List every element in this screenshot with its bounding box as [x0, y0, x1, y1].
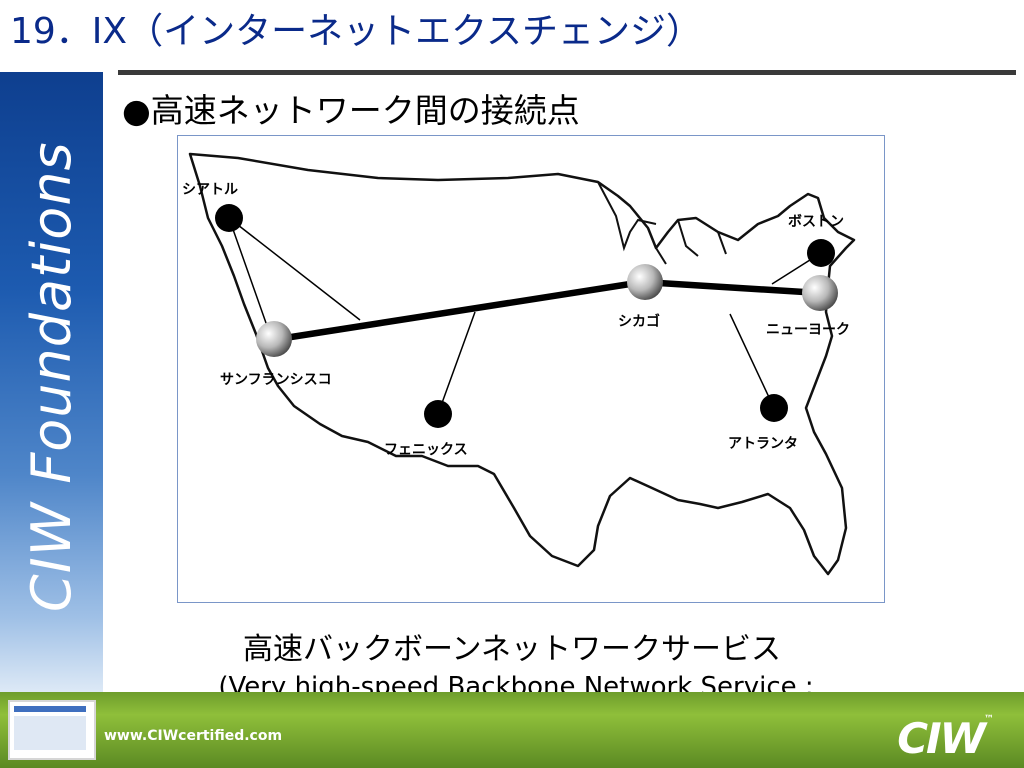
link-chicago-atlanta — [729, 313, 775, 409]
us-outline — [188, 152, 856, 576]
laptop-thumbnail — [8, 700, 96, 760]
thumbnail-titlebar — [14, 706, 86, 712]
ciw-logo-text: CIW — [897, 714, 986, 763]
trademark-mark: ™ — [984, 714, 994, 725]
footer-url: www.CIWcertified.com — [104, 728, 283, 744]
backbone-chicago-newyork — [639, 278, 824, 297]
hub-newyork — [802, 275, 838, 311]
node-boston — [807, 239, 835, 267]
label-sanfrancisco: サンフランシスコ — [220, 372, 332, 388]
ciw-logo: CIW™ — [897, 714, 994, 763]
footer-band: www.CIWcertified.com CIW™ — [0, 692, 1024, 768]
great-lakes — [597, 181, 727, 265]
hub-chicago — [627, 264, 663, 300]
link-seattle-sanfrancisco — [228, 217, 273, 341]
link-phoenix-backbone — [437, 311, 476, 415]
hub-sanfrancisco — [256, 321, 292, 357]
slide-title: 19．IX（インターネットエクスチェンジ） — [10, 11, 703, 52]
backbone-sf-chicago — [268, 278, 647, 344]
link-seattle-backbone — [228, 217, 361, 321]
label-atlanta: アトランタ — [728, 436, 798, 452]
node-atlanta — [760, 394, 788, 422]
caption-japanese: 高速バックボーンネットワークサービス — [243, 632, 781, 667]
node-seattle — [215, 204, 243, 232]
label-boston: ボストン — [788, 214, 844, 230]
label-phoenix: フェニックス — [384, 442, 468, 458]
bullet-heading: ●高速ネットワーク間の接続点 — [122, 91, 580, 130]
us-map-svg: シアトル サンフランシスコ フェニックス シカゴ ボストン ニューヨーク アトラ… — [182, 152, 856, 576]
thumbnail-screen — [14, 716, 86, 750]
label-newyork: ニューヨーク — [766, 322, 850, 338]
title-divider — [118, 70, 1016, 75]
label-seattle: シアトル — [182, 182, 238, 198]
label-chicago: シカゴ — [618, 313, 660, 330]
us-network-map: シアトル サンフランシスコ フェニックス シカゴ ボストン ニューヨーク アトラ… — [177, 135, 885, 603]
node-phoenix — [424, 400, 452, 428]
sidebar-brand-text: CIW Foundations — [20, 141, 83, 612]
sidebar-band: CIW Foundations — [0, 72, 103, 692]
